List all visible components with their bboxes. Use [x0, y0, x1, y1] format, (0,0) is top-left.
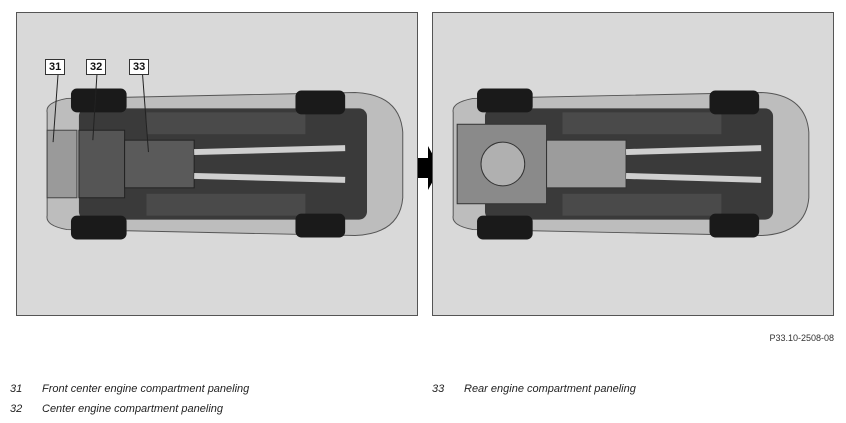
- legend-item-32: 32 Center engine compartment paneling: [10, 403, 223, 415]
- legend-number: 33: [432, 383, 445, 395]
- car-underbody-drawing-right: [452, 88, 810, 240]
- legend-text: Front center engine compartment paneling: [42, 383, 250, 395]
- legend-item-33: 33 Rear engine compartment paneling: [432, 383, 636, 395]
- legend-item-31: 31 Front center engine compartment paneli…: [10, 383, 249, 395]
- callout-33: 33: [129, 59, 150, 75]
- legend-text: Center engine compartment paneling: [42, 403, 224, 415]
- car-underbody-drawing-left: [46, 60, 404, 240]
- underbody-view-with-paneling: 31 32 33: [16, 12, 418, 316]
- callout-31: 31: [45, 59, 66, 75]
- legend-number: 31: [10, 383, 23, 395]
- underbody-view-without-paneling: [432, 12, 834, 316]
- callout-32: 32: [86, 59, 107, 75]
- legend-number: 32: [10, 403, 23, 415]
- arrow-right-icon: [418, 146, 440, 190]
- legend-text: Rear engine compartment paneling: [464, 383, 636, 395]
- figure-id: P33.10-2508-08: [769, 333, 834, 343]
